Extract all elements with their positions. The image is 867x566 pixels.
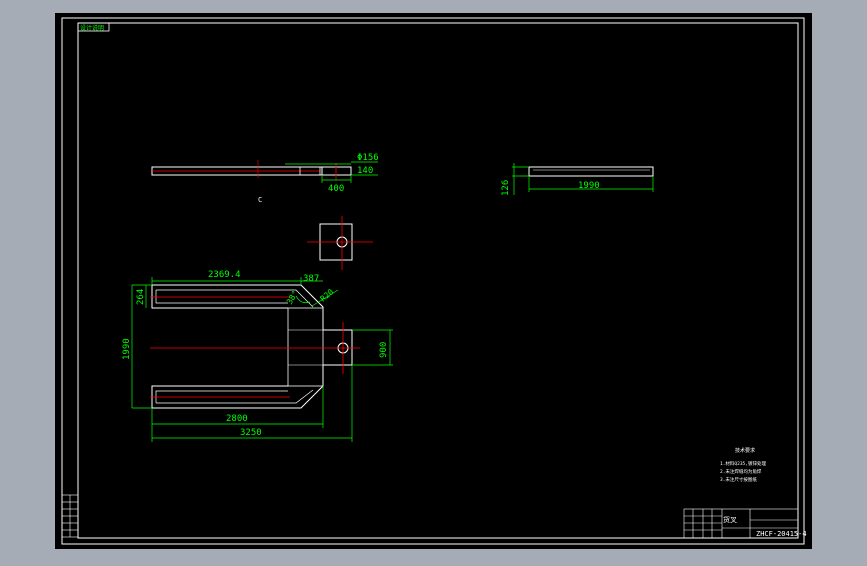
dim-arm-length: 2800	[226, 414, 248, 424]
plan-view: 2369.4 387 38° R20 264 1990 900 2800 325…	[122, 270, 393, 442]
notes-heading: 技术要求	[735, 447, 755, 454]
dim-overall-length: 3250	[240, 428, 262, 438]
dim-mount-width: 900	[379, 342, 389, 358]
notes-line-1: 1.材料Q235,镀锌处理	[720, 460, 766, 467]
dim-side-length: 1990	[578, 181, 600, 191]
dim-inner-length: 2369.4	[208, 270, 241, 280]
title-drawing-no: ZHCF-20415-4	[756, 530, 807, 538]
technical-notes: 技术要求 1.材料Q235,镀锌处理 2.未注焊缝均为角焊 3.未注尺寸按图纸	[720, 447, 766, 483]
dim-plate-width: 400	[328, 184, 344, 194]
notes-line-2: 2.未注焊缝均为角焊	[720, 468, 762, 475]
svg-text:C: C	[258, 196, 262, 204]
top-view: C Φ156 140 400	[151, 153, 379, 204]
dim-side-height: 126	[501, 180, 511, 196]
title-block	[683, 508, 799, 539]
binding-strip	[61, 494, 79, 538]
notes-line-3: 3.未注尺寸按图纸	[720, 476, 757, 483]
dim-overall-width: 1990	[122, 338, 132, 360]
corner-tag: 设计说明	[80, 24, 104, 32]
corner-tag-box	[77, 22, 110, 32]
outer-frame	[61, 17, 805, 545]
plate-detail	[307, 216, 373, 270]
dim-plate-thickness: 140	[357, 166, 373, 176]
dim-hole-dia: Φ156	[357, 153, 379, 163]
side-view: 1990 126	[501, 163, 654, 196]
dim-arm-width: 264	[136, 289, 146, 305]
dim-chamfer: 387	[303, 274, 319, 284]
inner-frame	[77, 22, 799, 539]
title-part-name: 货叉	[723, 515, 737, 524]
